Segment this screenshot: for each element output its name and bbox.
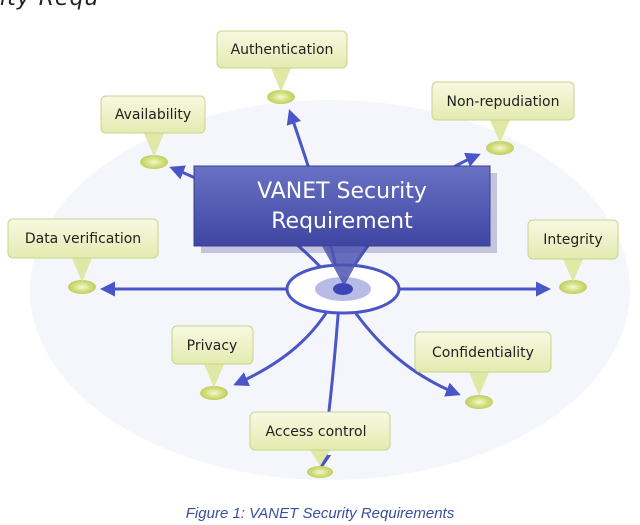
node-availability-label: Availability: [115, 107, 191, 123]
node-privacy: Privacy: [171, 325, 254, 400]
security-requirements-diagram: VANET Security Requirement Authenticatio…: [7, 30, 630, 480]
node-integrity-pin: [559, 280, 587, 294]
node-authentication: Authentication: [216, 30, 348, 104]
node-privacy-label: Privacy: [187, 338, 238, 354]
node-confidentiality-label: Confidentiality: [432, 345, 534, 361]
node-data-verification-label: Data verification: [25, 231, 141, 247]
node-access-control: Access control: [249, 411, 391, 478]
node-integrity-label: Integrity: [543, 232, 602, 248]
node-non-repudiation-label: Non-repudiation: [447, 94, 560, 110]
center-title-line1: VANET Security: [257, 179, 427, 204]
node-confidentiality-pin: [465, 395, 493, 409]
node-access-control-label: Access control: [266, 424, 367, 440]
node-access-control-pin: [307, 466, 333, 478]
node-data-verification-pin: [68, 280, 96, 294]
node-confidentiality: Confidentiality: [414, 331, 552, 409]
node-non-repudiation-pin: [486, 141, 514, 155]
center-title-line2: Requirement: [271, 209, 413, 234]
node-authentication-pin: [267, 90, 295, 104]
node-integrity: Integrity: [527, 219, 619, 294]
node-availability: Availability: [100, 95, 206, 169]
nodes-group: Authentication Non-repudiation Availabil…: [7, 30, 619, 478]
node-authentication-label: Authentication: [231, 42, 334, 58]
node-data-verification: Data verification: [7, 218, 159, 294]
center-box: VANET Security Requirement: [193, 165, 497, 286]
center-pointer: [322, 246, 366, 286]
node-availability-pin: [140, 155, 168, 169]
figure-caption: Figure 1: VANET Security Requirements: [185, 505, 455, 522]
cropped-header-text: ity Requ: [0, 0, 99, 11]
node-privacy-pin: [200, 386, 228, 400]
node-non-repudiation: Non-repudiation: [431, 81, 575, 155]
